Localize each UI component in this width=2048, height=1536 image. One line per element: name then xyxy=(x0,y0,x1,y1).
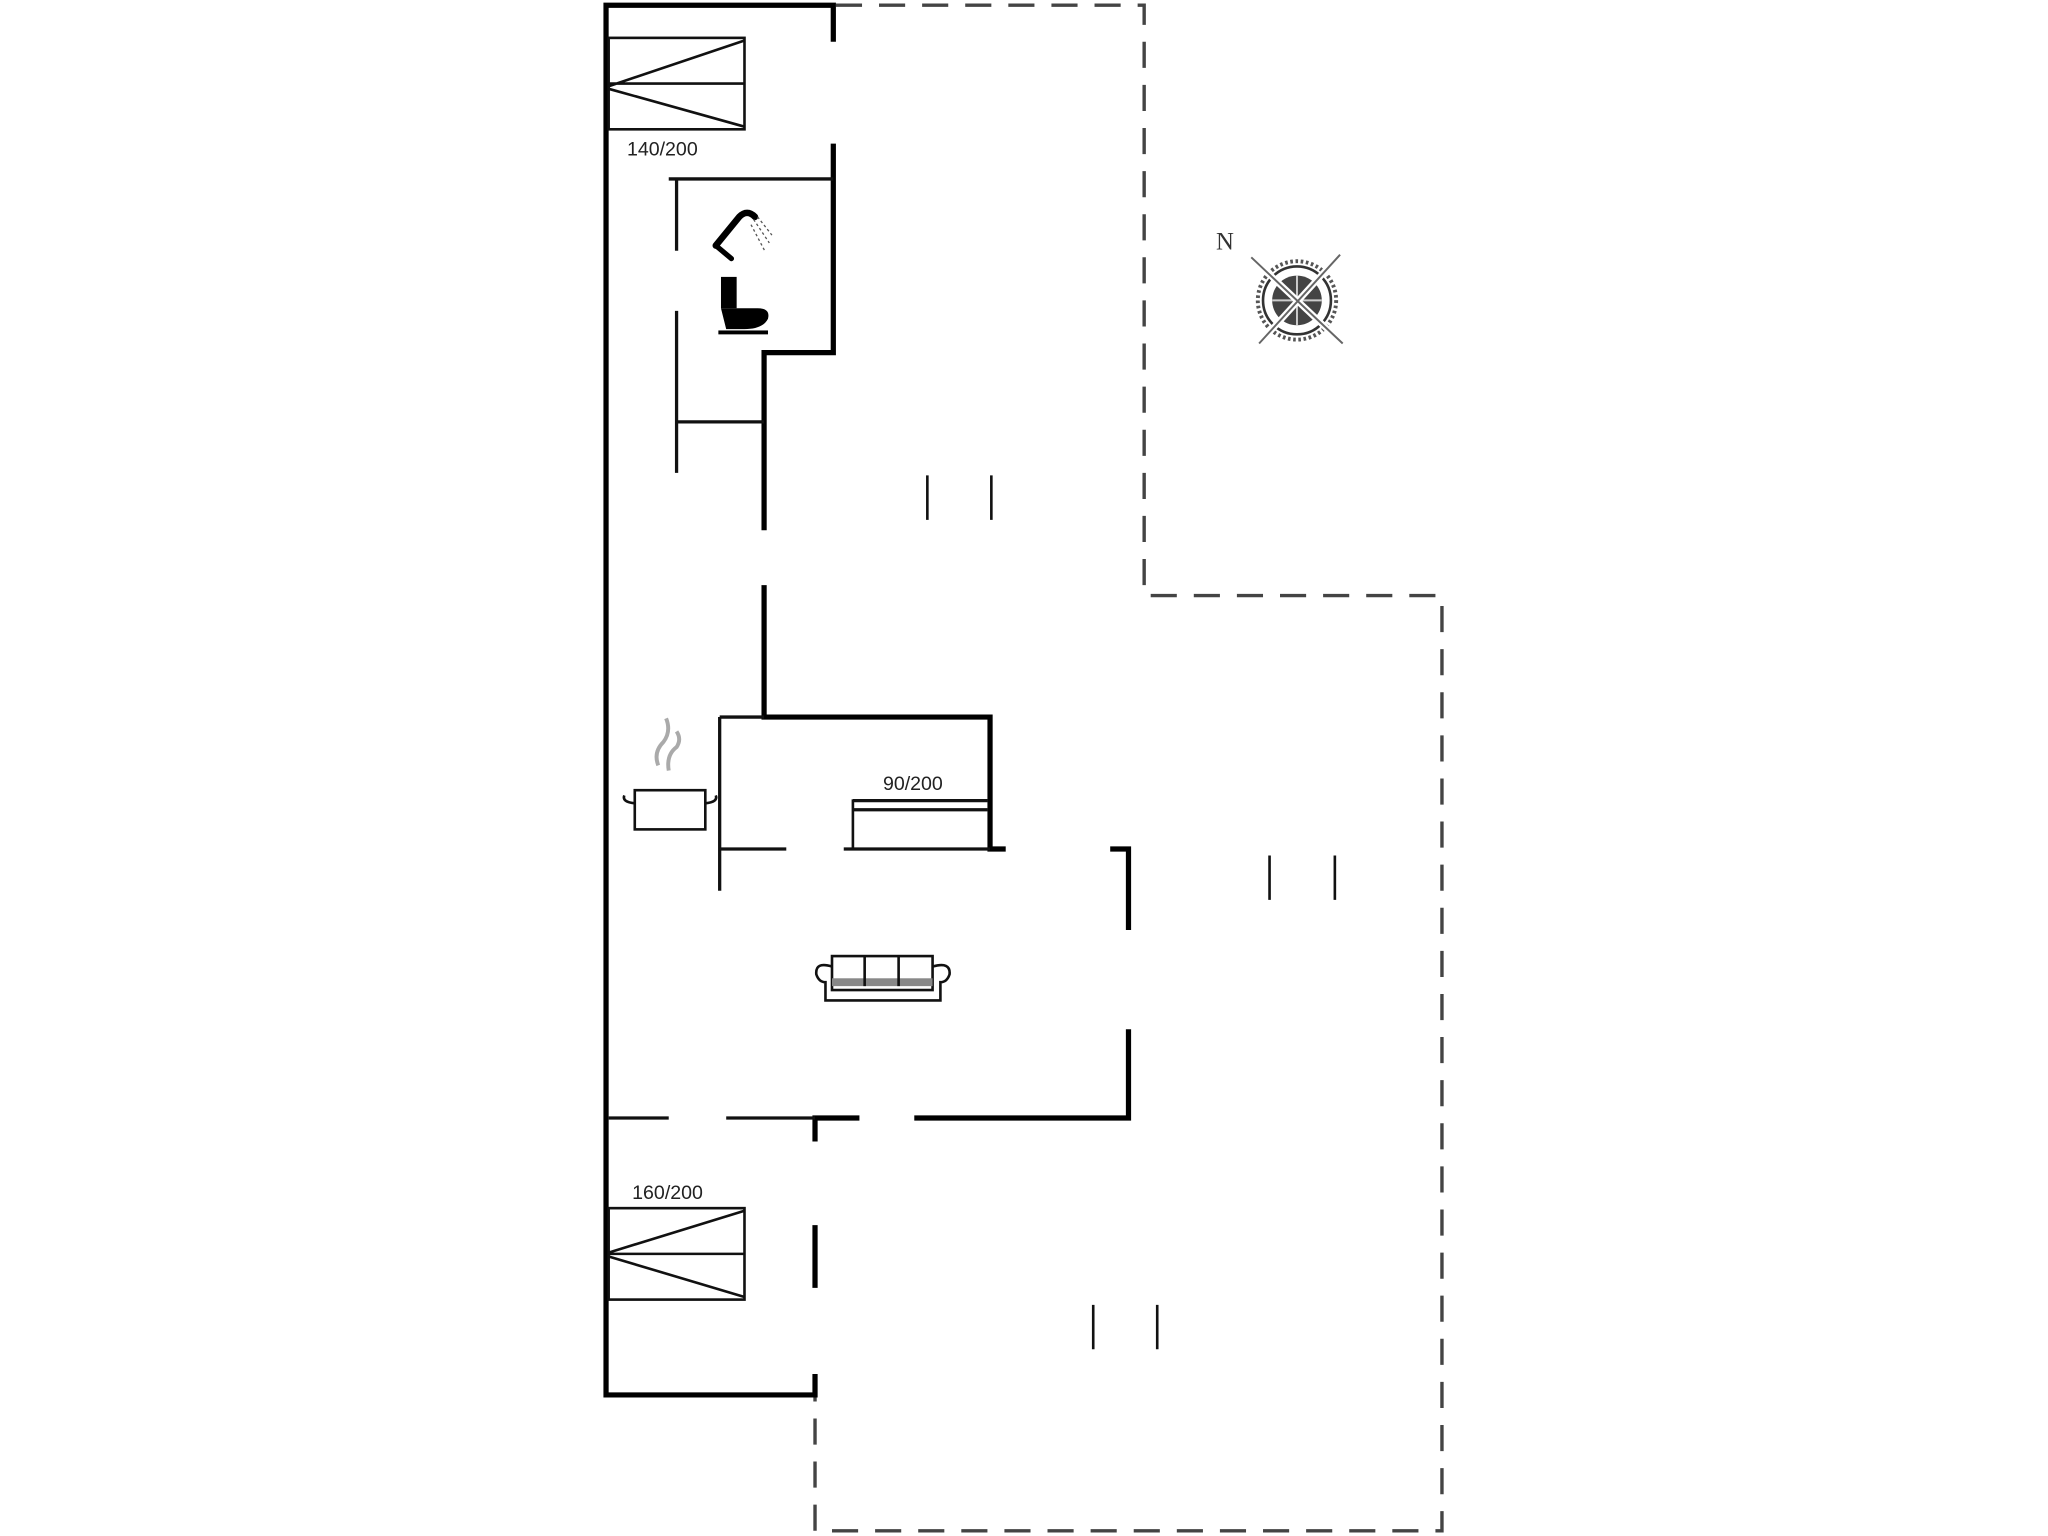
window-markers xyxy=(926,475,1337,1350)
bed-160-200: 160/200 xyxy=(607,1182,746,1301)
sofa-icon xyxy=(814,954,951,1002)
cooking-pot-icon xyxy=(622,717,718,831)
compass-rose-icon: N xyxy=(1216,228,1345,346)
bed-90-200: 90/200 xyxy=(851,773,988,849)
terrace-outline xyxy=(813,3,1444,1533)
north-label: N xyxy=(1216,228,1234,255)
bed-size-label: 160/200 xyxy=(632,1182,703,1204)
walls xyxy=(603,2,1132,1398)
bed-size-label: 140/200 xyxy=(627,138,698,160)
bed-140-200: 140/200 xyxy=(607,36,746,160)
bed-size-label: 90/200 xyxy=(883,773,943,795)
toilet-icon xyxy=(718,276,769,335)
shower-icon xyxy=(712,209,773,262)
